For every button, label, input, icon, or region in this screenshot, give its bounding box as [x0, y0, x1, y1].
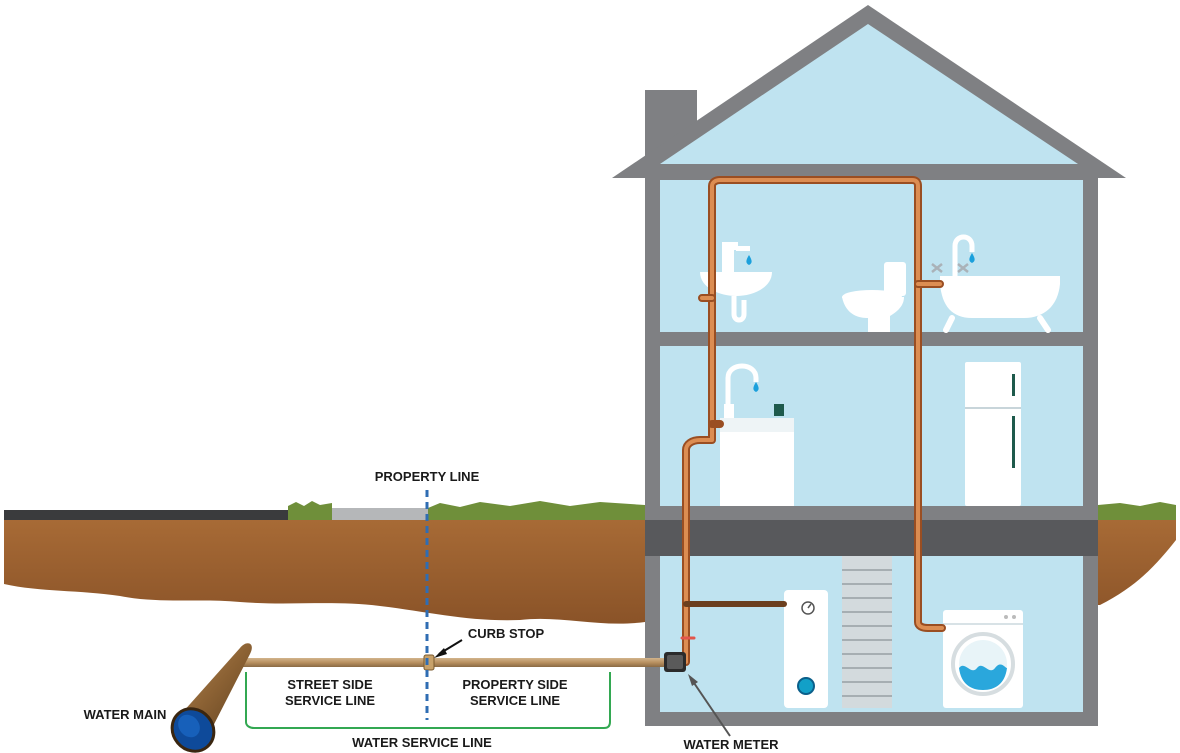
- property-side-label-line1: PROPERTY SIDE: [462, 677, 568, 692]
- water-drop-icon: [746, 255, 752, 265]
- bathroom-sink: [700, 242, 772, 323]
- toilet: [842, 262, 906, 332]
- street-side-label-line1: STREET SIDE: [287, 677, 373, 692]
- grass-right: [1098, 502, 1176, 520]
- grass-yard: [428, 501, 645, 520]
- sidewalk: [332, 508, 428, 520]
- washing-machine: [943, 610, 1023, 708]
- street-side-service-line-label: STREET SIDE SERVICE LINE: [270, 677, 390, 709]
- attic: [660, 24, 1078, 164]
- street-side-label-line2: SERVICE LINE: [284, 693, 376, 708]
- kitchen-sink: [720, 363, 794, 506]
- water-meter-label: WATER METER: [683, 737, 779, 752]
- water-heater: [784, 590, 828, 708]
- property-line-label: PROPERTY LINE: [374, 469, 480, 484]
- service-line: [242, 652, 686, 672]
- water-meter-arrow: [688, 674, 731, 737]
- road-asphalt: [4, 510, 290, 520]
- heater-indicator-icon: [797, 677, 815, 695]
- ground: [4, 501, 1176, 624]
- foundation-band: [645, 520, 1098, 556]
- water-drop-icon: [969, 253, 975, 263]
- water-service-line-label: WATER SERVICE LINE: [352, 735, 492, 750]
- water-service-bracket: [245, 672, 611, 729]
- water-meter-icon: [664, 652, 686, 672]
- soil: [4, 518, 1176, 624]
- property-side-pipe-copper: [432, 658, 672, 667]
- water-drop-icon: [753, 382, 759, 392]
- water-main-label: WATER MAIN: [83, 707, 167, 722]
- curb-stop-arrow: [434, 639, 463, 658]
- property-side-service-line-label: PROPERTY SIDE SERVICE LINE: [450, 677, 580, 709]
- bathtub: [931, 234, 1060, 333]
- water-main-pipe: [170, 643, 252, 753]
- curb-stop-label: CURB STOP: [467, 626, 545, 641]
- grass-strip-left: [288, 501, 332, 520]
- copper-plumbing: [668, 176, 946, 666]
- property-side-label-line2: SERVICE LINE: [469, 693, 561, 708]
- stairs: [842, 556, 892, 708]
- washer-water-icon: [959, 664, 1007, 690]
- refrigerator: [965, 362, 1021, 506]
